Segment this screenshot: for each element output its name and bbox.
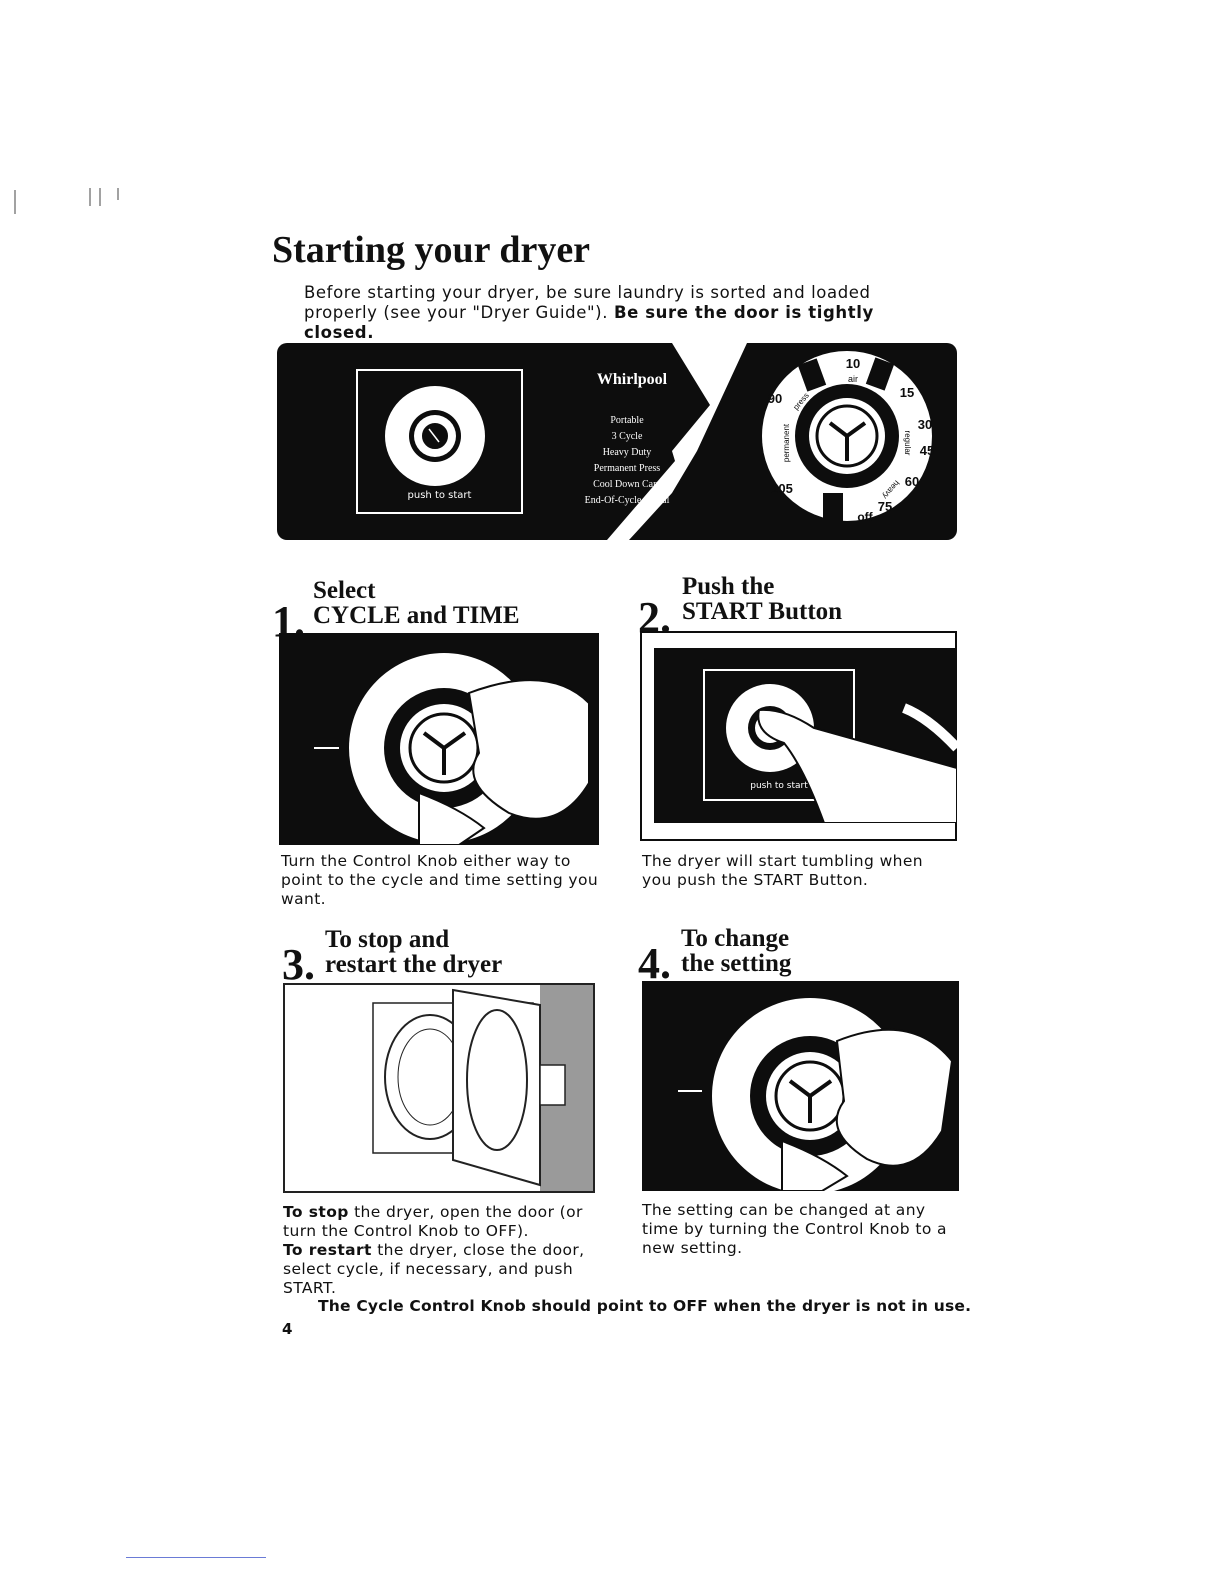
start-button-panel (654, 648, 957, 823)
step-4-heading-line2: the setting (681, 950, 792, 977)
scan-marks (14, 188, 119, 214)
step-2-caption: The dryer will start tumbling when you p… (642, 852, 924, 889)
panel-feature-list: Portable 3 Cycle Heavy Duty Permanent Pr… (527, 413, 727, 509)
step-4-illustration (642, 981, 959, 1191)
feature-portable: Portable (610, 415, 644, 426)
dial-label-45: 45 (920, 443, 934, 458)
step-3-stop-label: To stop (283, 1203, 349, 1221)
feature-end-of-cycle-signal: End-Of-Cycle Signal (584, 495, 670, 506)
dial-label-75: 75 (878, 499, 892, 514)
step-3-restart-text: the dryer, close the door, select cycle,… (283, 1241, 585, 1297)
intro-paragraph: Before starting your dryer, be sure laun… (304, 283, 944, 343)
control-knob-hand-art (314, 653, 590, 845)
step-3-restart-label: To restart (283, 1241, 372, 1259)
change-setting-hand-art (678, 998, 954, 1191)
step-2-heading-line2: START Button (682, 598, 843, 625)
step-4-heading-line1: To change (681, 925, 790, 952)
step-4-number: 4. (638, 939, 671, 988)
footer-note: The Cycle Control Knob should point to O… (318, 1297, 972, 1315)
intro-warning: Be sure the door is tightly closed. (304, 303, 874, 342)
step-1-heading-line1: Select (313, 577, 376, 604)
step-1-illustration (279, 633, 599, 845)
dial-label-30: 30 (918, 417, 932, 432)
step-3-stop-text: the dryer, open the door (or turn the Co… (283, 1203, 583, 1240)
feature-cool-down-care: Cool Down Care (593, 479, 661, 490)
control-panel-illustration: 10 air 15 30 45 60 75 90 105 regular hea… (277, 343, 957, 540)
dial-label-regular: regular (903, 431, 912, 456)
page-number: 4 (282, 1320, 293, 1338)
feature-3-cycle: 3 Cycle (611, 431, 643, 442)
feature-heavy-duty: Heavy Duty (602, 447, 652, 458)
dial-label-off: off (857, 510, 873, 524)
whirlpool-logo: Whirlpool (596, 371, 668, 388)
step-4-caption: The setting can be changed at any time b… (642, 1201, 947, 1257)
dial-label-permanent: permanent (782, 423, 791, 462)
dial-label-10: 10 (846, 356, 860, 371)
dial-label-air: air (848, 374, 858, 384)
start-button-press-art (703, 669, 957, 823)
step-3-caption: To stop the dryer, open the door (or tur… (283, 1203, 598, 1298)
panel-button-label: push to start (407, 490, 472, 501)
step-3-heading-line1: To stop and (325, 926, 450, 953)
dial-label-105: 105 (771, 481, 793, 496)
step-1-heading-line2: CYCLE and TIME (313, 602, 520, 629)
control-panel-art: 10 air 15 30 45 60 75 90 105 regular hea… (356, 343, 934, 540)
dial-label-60: 60 (905, 474, 919, 489)
dial-label-90: 90 (768, 391, 782, 406)
step-3-number: 3. (282, 940, 315, 989)
intro-text: Before starting your dryer, be sure laun… (304, 283, 871, 322)
step-2-button-label: push to start (750, 781, 808, 791)
open-dryer-door-art (372, 985, 593, 1191)
bottom-rule (126, 1557, 266, 1558)
page-title: Starting your dryer (272, 229, 591, 271)
step-3-heading-line2: restart the dryer (325, 951, 503, 978)
step-3-illustration (283, 983, 595, 1193)
step-2-heading-line1: Push the (682, 573, 775, 600)
feature-permanent-press: Permanent Press (593, 463, 661, 474)
step-2-illustration: push to start (640, 631, 957, 841)
step-1-caption: Turn the Control Knob either way to poin… (281, 852, 599, 908)
dial-label-15: 15 (900, 385, 914, 400)
